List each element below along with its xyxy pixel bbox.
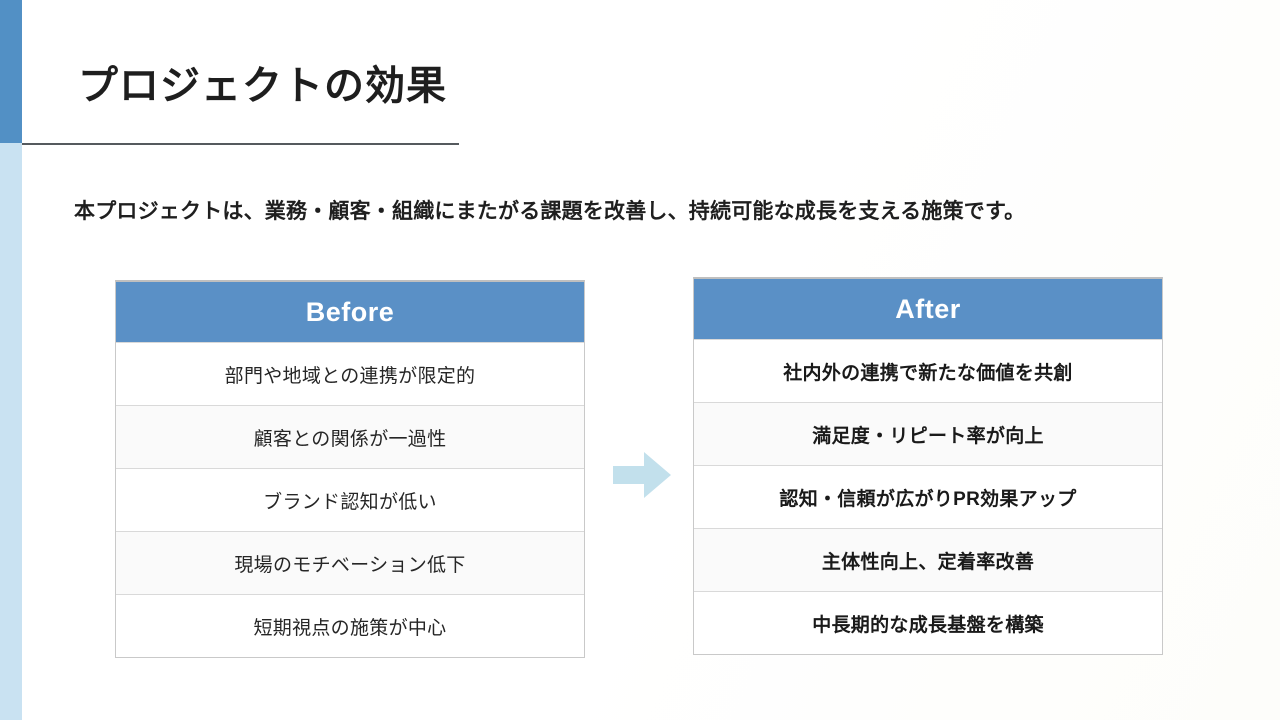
table-row: 主体性向上、定着率改善 <box>694 528 1162 591</box>
before-table-header: Before <box>116 282 584 342</box>
after-table-header: After <box>694 279 1162 339</box>
table-row: 部門や地域との連携が限定的 <box>116 342 584 405</box>
table-row: 現場のモチベーション低下 <box>116 531 584 594</box>
accent-bar-top <box>0 0 22 143</box>
table-row: 顧客との関係が一過性 <box>116 405 584 468</box>
accent-bar-bottom <box>0 143 22 720</box>
table-row: 満足度・リピート率が向上 <box>694 402 1162 465</box>
after-table: After 社内外の連携で新たな価値を共創 満足度・リピート率が向上 認知・信頼… <box>693 277 1163 655</box>
table-row: 中長期的な成長基盤を構築 <box>694 591 1162 654</box>
arrow-right-icon <box>613 452 671 498</box>
page-title: プロジェクトの効果 <box>78 64 447 108</box>
table-row: ブランド認知が低い <box>116 468 584 531</box>
table-row: 社内外の連携で新たな価値を共創 <box>694 339 1162 402</box>
before-table: Before 部門や地域との連携が限定的 顧客との関係が一過性 ブランド認知が低… <box>115 280 585 658</box>
table-row: 短期視点の施策が中心 <box>116 594 584 657</box>
lead-paragraph: 本プロジェクトは、業務・顧客・組織にまたがる課題を改善し、持続可能な成長を支える… <box>74 200 1026 223</box>
title-underline-rule <box>22 143 459 145</box>
table-row: 認知・信頼が広がりPR効果アップ <box>694 465 1162 528</box>
